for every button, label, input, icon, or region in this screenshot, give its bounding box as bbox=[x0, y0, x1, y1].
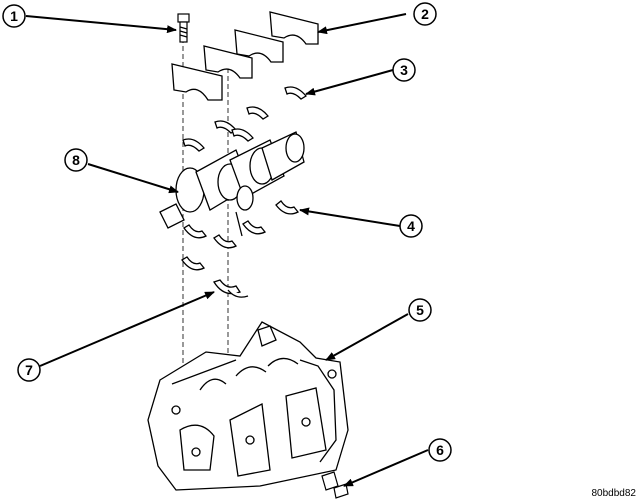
callout-2: 2 bbox=[413, 2, 437, 26]
callout-5: 5 bbox=[408, 298, 432, 322]
callout-1: 1 bbox=[2, 4, 26, 28]
callout-5-label: 5 bbox=[416, 302, 424, 318]
callout-7: 7 bbox=[17, 358, 41, 382]
bedplate-bolt bbox=[321, 471, 349, 499]
callout-1-label: 1 bbox=[10, 8, 18, 24]
upper-bearing-shells bbox=[182, 86, 307, 152]
lower-bearing-shells bbox=[181, 200, 300, 298]
callout-4: 4 bbox=[399, 214, 423, 238]
callout-6-label: 6 bbox=[436, 442, 444, 458]
callout-8: 8 bbox=[64, 148, 88, 172]
callout-2-label: 2 bbox=[421, 6, 429, 22]
leader-lines bbox=[25, 13, 429, 487]
main-bearing-caps bbox=[171, 11, 319, 101]
crankshaft bbox=[159, 131, 305, 237]
callout-7-label: 7 bbox=[25, 362, 33, 378]
callout-8-label: 8 bbox=[72, 152, 80, 168]
callout-3-label: 3 bbox=[400, 62, 408, 78]
callout-3: 3 bbox=[392, 58, 416, 82]
callout-4-label: 4 bbox=[407, 218, 415, 234]
engine-block bbox=[147, 321, 349, 491]
figure-reference-code: 80bdbd82 bbox=[591, 488, 637, 499]
callout-6: 6 bbox=[428, 438, 452, 462]
main-bearing-cap-bolt bbox=[177, 13, 190, 43]
